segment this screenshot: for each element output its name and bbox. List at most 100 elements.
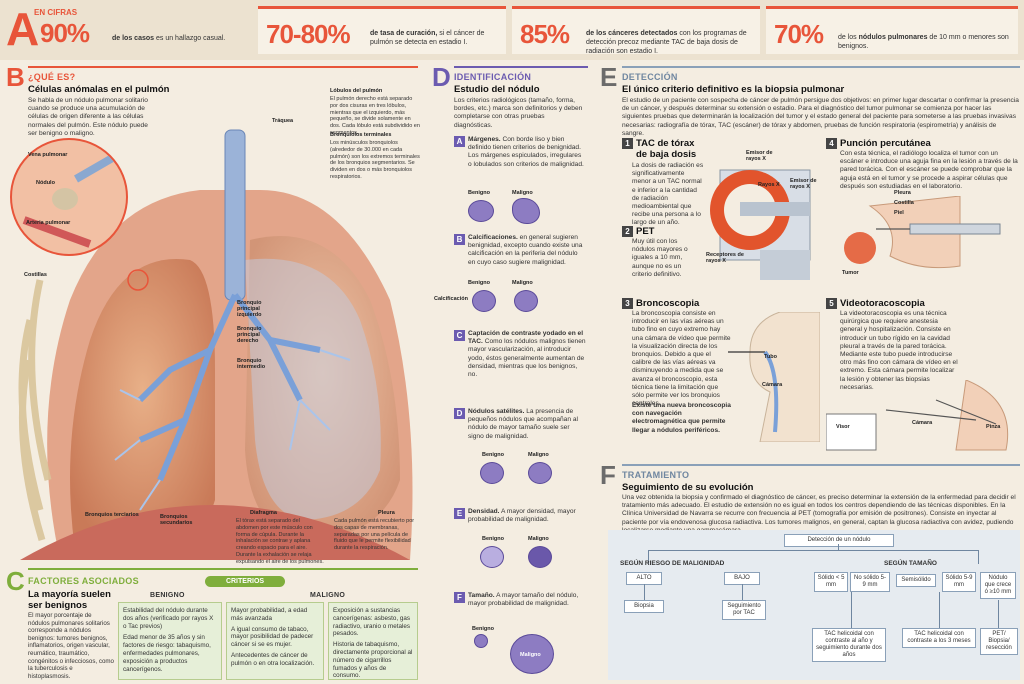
label-pinza: Pinza — [986, 424, 1001, 430]
label-traquea: Tráquea — [272, 118, 294, 124]
d-e-benign-nodule — [480, 546, 504, 568]
stat-2-text: de tasa de curación, si el cáncer de pul… — [370, 30, 485, 46]
item-e-4-badge: 4 — [826, 138, 837, 149]
item-e-1-title: TAC de tórax de baja dosis — [636, 138, 697, 160]
d-d-benign-nodule — [480, 462, 504, 484]
d-d-malign-nodule — [528, 462, 552, 484]
maligno-column-1: Mayor probabilidad, a edad más avanzada … — [226, 602, 324, 680]
section-f-letter: F — [600, 460, 616, 490]
bronchioles — [114, 349, 351, 511]
section-b-letter: B — [6, 62, 25, 92]
item-e-3-text: La broncoscopia consiste en introducir e… — [632, 310, 731, 408]
item-d-e-text: Densidad. A mayor densidad, mayor probab… — [468, 508, 576, 524]
stat-2-value: 70-80% — [266, 19, 351, 49]
item-e-1-text: La dosis de radiación es significativame… — [632, 162, 704, 227]
label-bp-der: Bronquio principal derecho — [237, 326, 262, 344]
item-d-d-badge: D — [454, 408, 465, 419]
label-terciarios: Bronquios terciarios — [85, 512, 139, 518]
tree-no-solido: No sólido 5-9 mm — [850, 572, 890, 592]
section-c-letter: C — [6, 566, 25, 596]
bronchoscopy-illustration — [728, 312, 820, 442]
section-d-label: IDENTIFICACIÓN — [454, 72, 532, 82]
item-e-3-bold: Existe una nueva broncoscopia con navega… — [632, 402, 731, 434]
d-b-maligno-label: Maligno — [512, 280, 533, 286]
left-lung-inner — [245, 258, 381, 520]
section-f-label: TRATAMIENTO — [622, 470, 690, 480]
section-e-body: El estudio de un paciente con sospecha d… — [622, 97, 1019, 137]
tree-biopsia: Biopsia — [624, 600, 664, 613]
item-e-1-badge: 1 — [622, 138, 633, 149]
d-f-benigno-label: Benigno — [472, 626, 494, 632]
criterios-badge: CRITERIOS — [205, 576, 285, 587]
maligno-column-2: Exposición a sustancias cancerígenas: as… — [328, 602, 418, 680]
lobulos-text: El pulmón derecho está separado por dos … — [330, 96, 420, 136]
label-arteria: Arteria pulmonar — [26, 220, 71, 226]
label-receptores: Receptores de rayos X — [706, 252, 744, 264]
tree-solido-5-9: Sólido 5-9 mm — [942, 572, 976, 592]
section-d-rule — [454, 66, 588, 68]
section-b-rule — [28, 66, 418, 68]
diafragma-text: El tórax está separado del abdomen por e… — [236, 518, 324, 565]
section-b-label: ¿QUÉ ES? — [28, 72, 76, 82]
stat-2: 70-80% de tasa de curación, si el cáncer… — [258, 6, 506, 54]
label-rayos: Rayos X — [758, 182, 780, 188]
stat-1-text: de los casos es un hallazgo casual. — [112, 35, 226, 42]
stat-1: 90% de los casos es un hallazgo casual. — [30, 6, 250, 54]
maligno-item-1: Mayor probabilidad, a edad más avanzada — [231, 607, 308, 622]
item-d-a-badge: A — [454, 136, 465, 147]
label-camara-2: Cámara — [912, 420, 933, 426]
stat-3-value: 85% — [520, 19, 570, 49]
label-b-inter: Bronquio intermedio — [237, 358, 266, 370]
label-vena: Vena pulmonar — [28, 152, 68, 158]
thoracoscopy-illustration — [826, 380, 1009, 451]
benigno-item-1: Estabilidad del nódulo durante dos años … — [123, 607, 214, 630]
label-pleura-e: Pleura — [894, 190, 911, 196]
section-a-letter: A — [6, 3, 40, 55]
tree-root: Detección de un nódulo — [784, 534, 894, 547]
item-d-d-text: Nódulos satélites. La presencia de peque… — [468, 408, 578, 440]
stat-1-value: 90% — [40, 18, 90, 48]
label-secundarios: Bronquios secundarios — [160, 514, 193, 526]
section-e-letter: E — [600, 62, 618, 92]
item-d-c-badge: C — [454, 330, 465, 341]
d-b-malign-nodule — [514, 290, 538, 312]
section-b-title: Células anómalas en el pulmón — [28, 84, 170, 95]
d-b-benign-nodule — [472, 290, 496, 312]
item-e-2-title: PET — [636, 226, 655, 237]
item-d-e-badge: E — [454, 508, 465, 519]
section-f-title: Seguimiento de su evolución — [622, 482, 754, 493]
d-e-benigno-label: Benigno — [482, 536, 504, 542]
right-lung — [70, 259, 215, 550]
label-diafragma: Diafragma — [250, 510, 277, 516]
d-d-maligno-label: Maligno — [528, 452, 549, 458]
section-f-body: Una vez obtenida la biopsia y confirmado… — [622, 494, 1016, 534]
tree-pet: PET/ Biopsia/ resección — [980, 628, 1018, 655]
tree-solido-5: Sólido < 5 mm — [814, 572, 848, 592]
benigno-item-2: Edad menor de 35 años y sin factores de … — [123, 634, 211, 673]
label-tumor: Tumor — [842, 270, 859, 276]
tree-nodulo-crece: Nódulo que crece ó ≥10 mm — [980, 572, 1016, 599]
section-e-rule — [622, 66, 1020, 68]
nodule-marker — [127, 269, 149, 291]
label-bp-izq: Bronquio principal izquierdo — [237, 300, 262, 318]
label-tubo: Tubo — [764, 354, 778, 360]
item-e-5-title: Videotoracoscopia — [840, 298, 925, 309]
tree-seguimiento-tac: Seguimiento por TAC — [722, 600, 766, 620]
tree-semisolido: Semisólido — [896, 574, 936, 587]
label-piel: Piel — [894, 210, 904, 216]
tree-tamano: SEGÚN TAMAÑO — [884, 560, 937, 567]
nodule-shape — [52, 188, 78, 210]
section-d-letter: D — [432, 62, 451, 92]
section-e-label: DETECCIÓN — [622, 72, 678, 82]
d-a-maligno-label: Maligno — [512, 190, 533, 196]
item-d-a-text: Márgenes. Con borde liso y bien definido… — [468, 136, 584, 168]
benigno-header: BENIGNO — [150, 592, 185, 599]
label-pleura: Pleura — [378, 510, 395, 516]
d-b-calcificacion-label: Calcificación — [434, 296, 468, 302]
item-d-b-badge: B — [454, 234, 465, 245]
d-d-benigno-label: Benigno — [482, 452, 504, 458]
item-d-f-badge: F — [454, 592, 465, 603]
trachea — [224, 129, 246, 301]
d-f-benign-nodule — [474, 634, 488, 648]
item-e-2-badge: 2 — [622, 226, 633, 237]
